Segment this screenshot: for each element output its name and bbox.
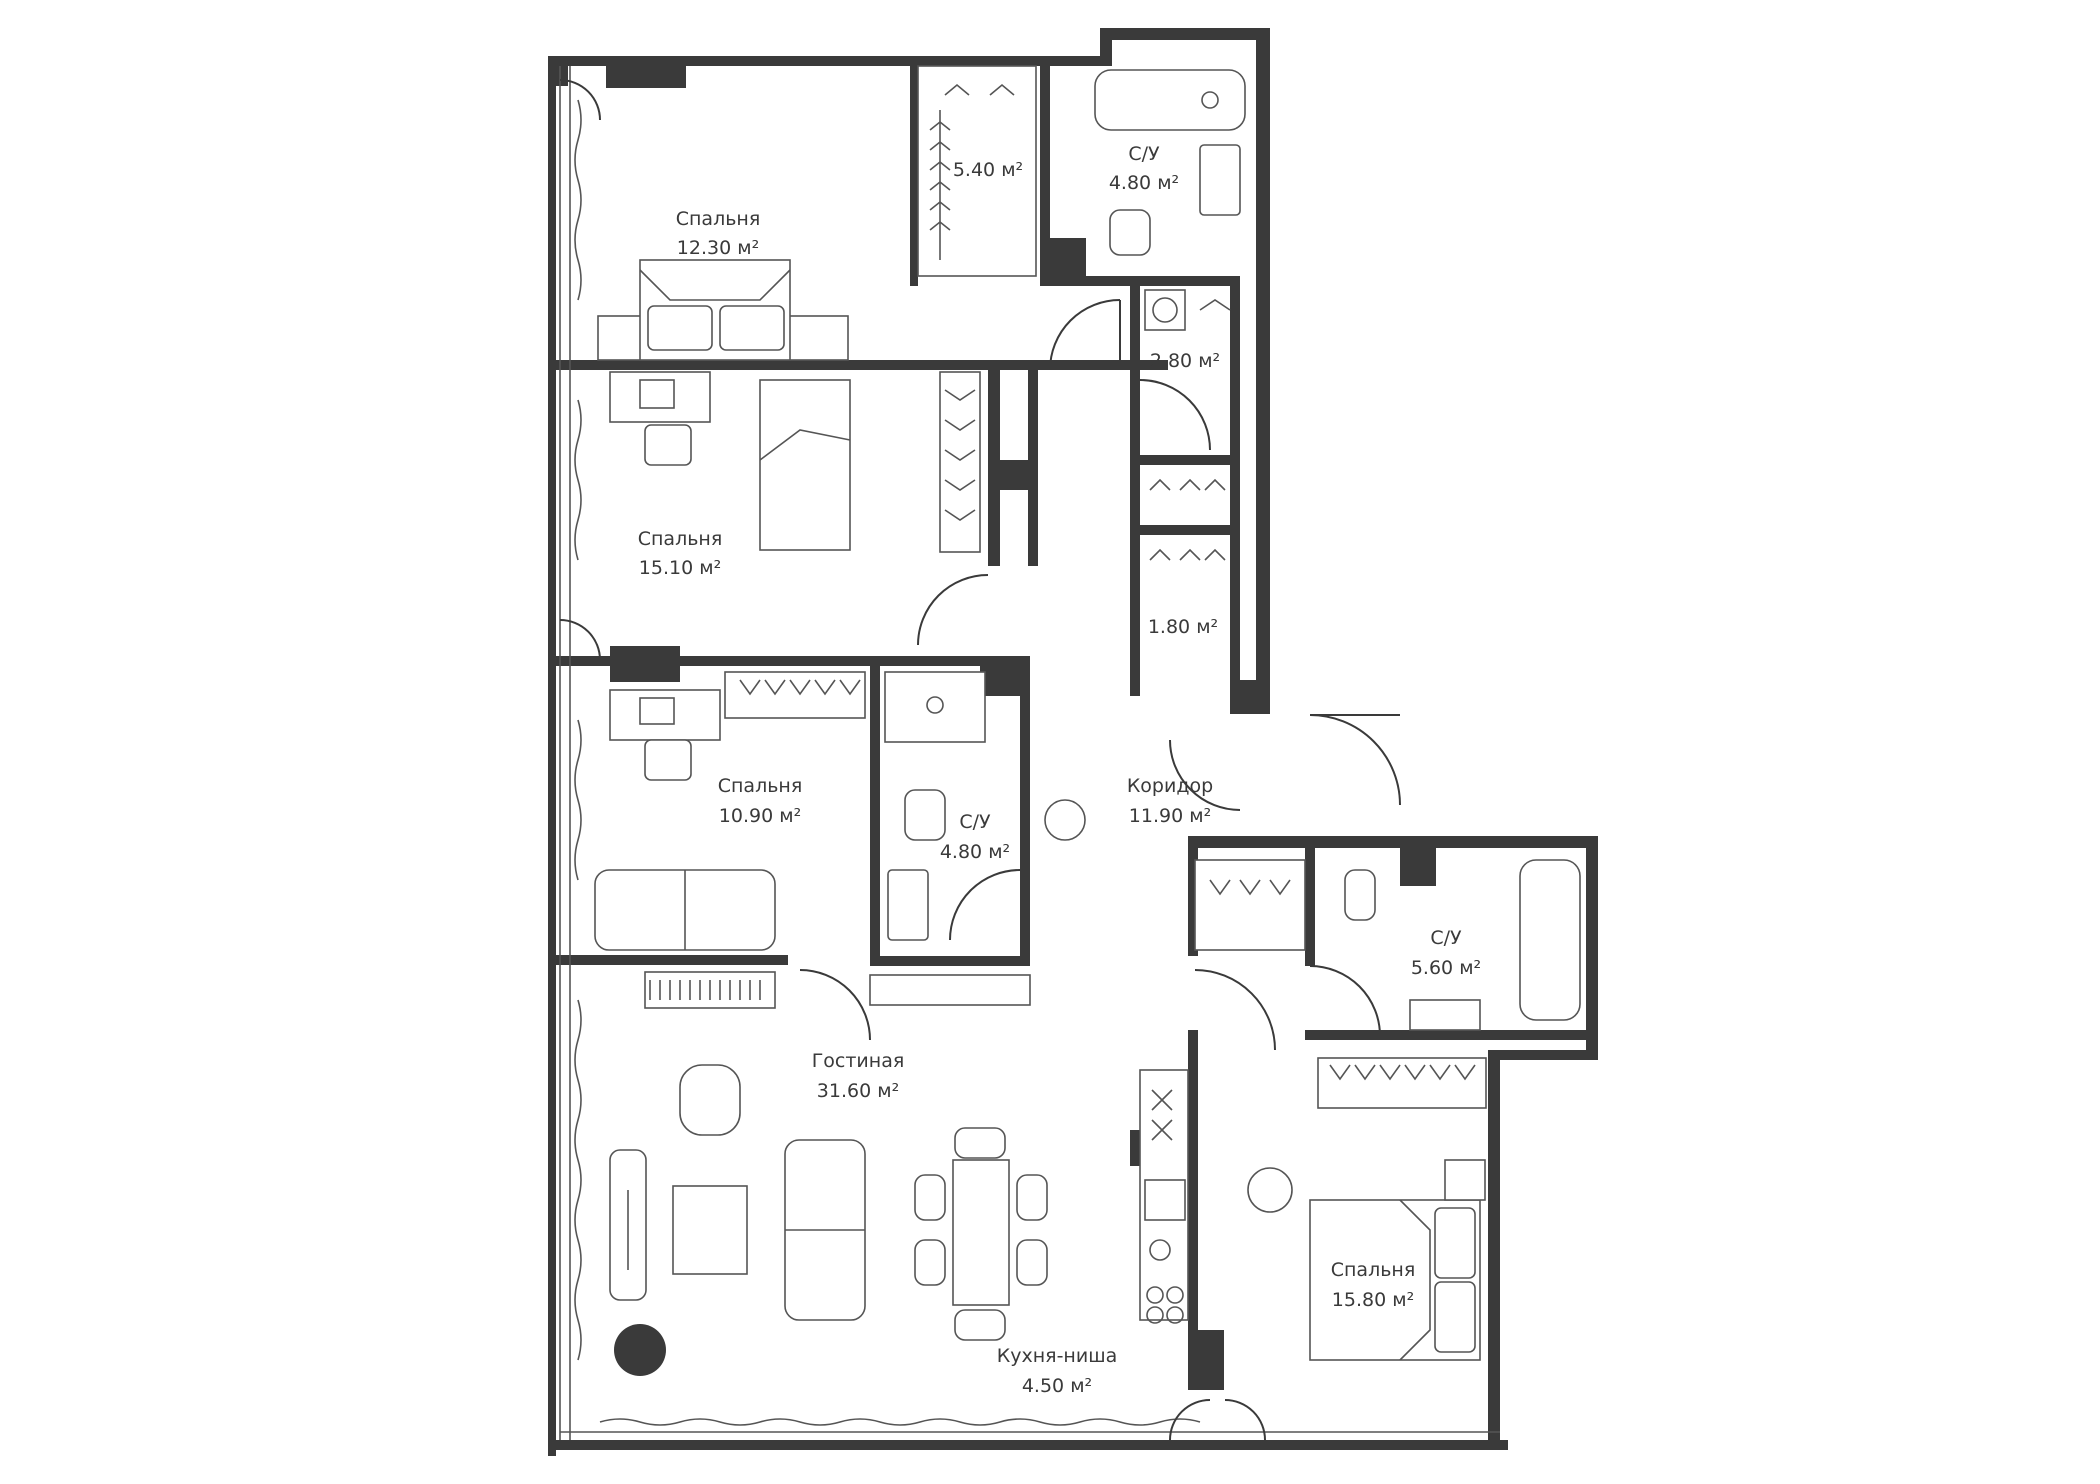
laundry-area: 2.80 м² [1150, 350, 1220, 372]
bath-mid-area: 4.80 м² [940, 841, 1010, 863]
doors [559, 79, 1401, 1441]
living-name: Гостиная [812, 1050, 905, 1072]
bedroom-right-name: Спальня [1331, 1259, 1416, 1281]
closet-small-area: 1.80 м² [1148, 616, 1218, 638]
furniture [594, 65, 1581, 1376]
bath-right-name: С/У [1430, 927, 1462, 949]
kitchen-area: 4.50 м² [1022, 1375, 1092, 1397]
kitchen-name: Кухня-ниша [997, 1345, 1118, 1367]
bedroom-top-name: Спальня [676, 208, 761, 230]
wardrobe-top-area: 5.40 м² [953, 159, 1023, 181]
bedroom-right-area: 15.80 м² [1332, 1289, 1414, 1311]
bedroom-low-area: 10.90 м² [719, 805, 801, 827]
bath-top-name: С/У [1128, 143, 1160, 165]
windows [559, 66, 1500, 1440]
corridor-area: 11.90 м² [1129, 805, 1211, 827]
living-area: 31.60 м² [817, 1080, 899, 1102]
bath-right-area: 5.60 м² [1411, 957, 1481, 979]
room-labels: Спальня 12.30 м² 5.40 м² С/У 4.80 м² 2.8… [638, 143, 1481, 1397]
corridor-name: Коридор [1127, 775, 1213, 797]
bedroom-mid-name: Спальня [638, 528, 723, 550]
bedroom-mid-area: 15.10 м² [639, 557, 721, 579]
bath-mid-name: С/У [959, 811, 991, 833]
bedroom-top-area: 12.30 м² [677, 237, 759, 259]
walls [548, 28, 1598, 1456]
bath-top-area: 4.80 м² [1109, 172, 1179, 194]
bedroom-low-name: Спальня [718, 775, 803, 797]
